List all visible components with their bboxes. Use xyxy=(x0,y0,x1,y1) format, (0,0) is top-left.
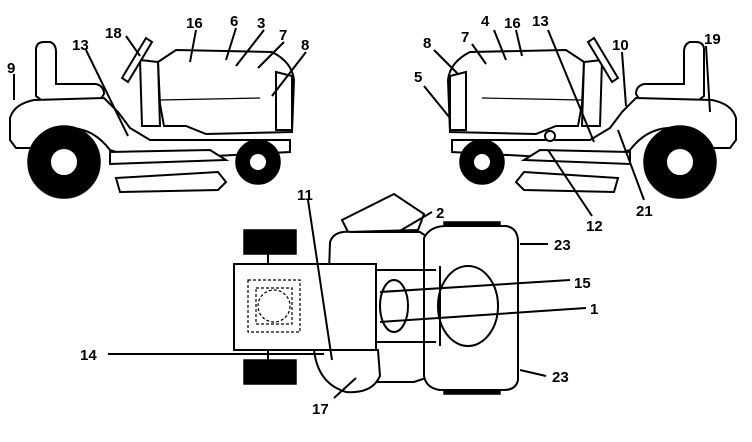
hood xyxy=(446,48,586,136)
callout-8-right: 8 xyxy=(423,35,431,52)
hood-line xyxy=(481,97,583,101)
rear-hub xyxy=(665,147,695,177)
left-view-leaders xyxy=(13,27,307,137)
callout-5: 5 xyxy=(414,69,422,86)
seat xyxy=(35,41,106,104)
left-side-view-tractor xyxy=(9,36,296,199)
callout-11: 11 xyxy=(297,187,313,204)
rear-wheel-bottom xyxy=(243,359,297,385)
callout-6: 6 xyxy=(230,13,238,30)
callout-14: 14 xyxy=(80,347,97,364)
callout-7-right: 7 xyxy=(461,29,469,46)
seat-circle xyxy=(257,289,291,323)
callout-12: 12 xyxy=(586,218,603,235)
front-hub xyxy=(248,152,268,172)
callout-4: 4 xyxy=(481,13,490,30)
callout-19: 19 xyxy=(704,31,721,48)
callout-8-left: 8 xyxy=(301,37,309,54)
callout-18: 18 xyxy=(105,25,122,42)
callout-7-left: 7 xyxy=(279,27,287,44)
callout-13-left: 13 xyxy=(72,37,89,54)
callout-10: 10 xyxy=(612,37,629,54)
right-side-view-tractor xyxy=(446,36,737,199)
mower-deck xyxy=(514,170,620,194)
footrest xyxy=(109,148,230,166)
callout-16-left: 16 xyxy=(186,15,203,32)
grille xyxy=(449,70,467,131)
right-view-labels: 8 7 4 16 13 10 19 5 12 21 xyxy=(414,13,721,235)
top-view-leaders xyxy=(108,199,587,399)
seat xyxy=(634,41,705,104)
callout-23-bottom: 23 xyxy=(552,369,569,386)
left-view-labels: 9 13 18 16 6 3 7 8 xyxy=(7,13,309,77)
pedal-pod xyxy=(312,349,382,394)
rear-hub xyxy=(49,147,79,177)
steering-wheel xyxy=(120,36,154,84)
callout-15: 15 xyxy=(574,275,591,292)
hood xyxy=(156,48,296,136)
dash-panel xyxy=(138,58,162,127)
seat-inner-outline xyxy=(255,287,293,325)
rear-wheel-top xyxy=(243,229,297,255)
callout-16-right: 16 xyxy=(504,15,521,32)
pedal xyxy=(544,130,556,142)
top-view-labels: 11 2 23 15 1 14 23 17 xyxy=(80,187,598,418)
callout-17: 17 xyxy=(312,401,329,418)
callout-2: 2 xyxy=(436,205,444,222)
footrest xyxy=(520,148,631,166)
callout-3: 3 xyxy=(257,15,265,32)
dash-panel xyxy=(580,58,604,127)
steering-wheel-top xyxy=(340,192,426,234)
seat-outline xyxy=(247,279,301,333)
mower-deck xyxy=(114,170,228,194)
callout-13-right: 13 xyxy=(532,13,549,30)
top-view-tractor xyxy=(233,192,519,395)
right-view-leaders xyxy=(423,29,711,217)
engine-part-left xyxy=(379,279,409,333)
hood-line xyxy=(159,97,261,101)
callout-9-left: 9 xyxy=(7,60,15,77)
front-hub xyxy=(472,152,492,172)
callout-1: 1 xyxy=(590,301,598,318)
rear-platform xyxy=(233,263,377,351)
callout-23-top: 23 xyxy=(554,237,571,254)
callout-21: 21 xyxy=(636,203,653,220)
engine-cover xyxy=(437,265,499,347)
steering-wheel xyxy=(586,36,620,84)
